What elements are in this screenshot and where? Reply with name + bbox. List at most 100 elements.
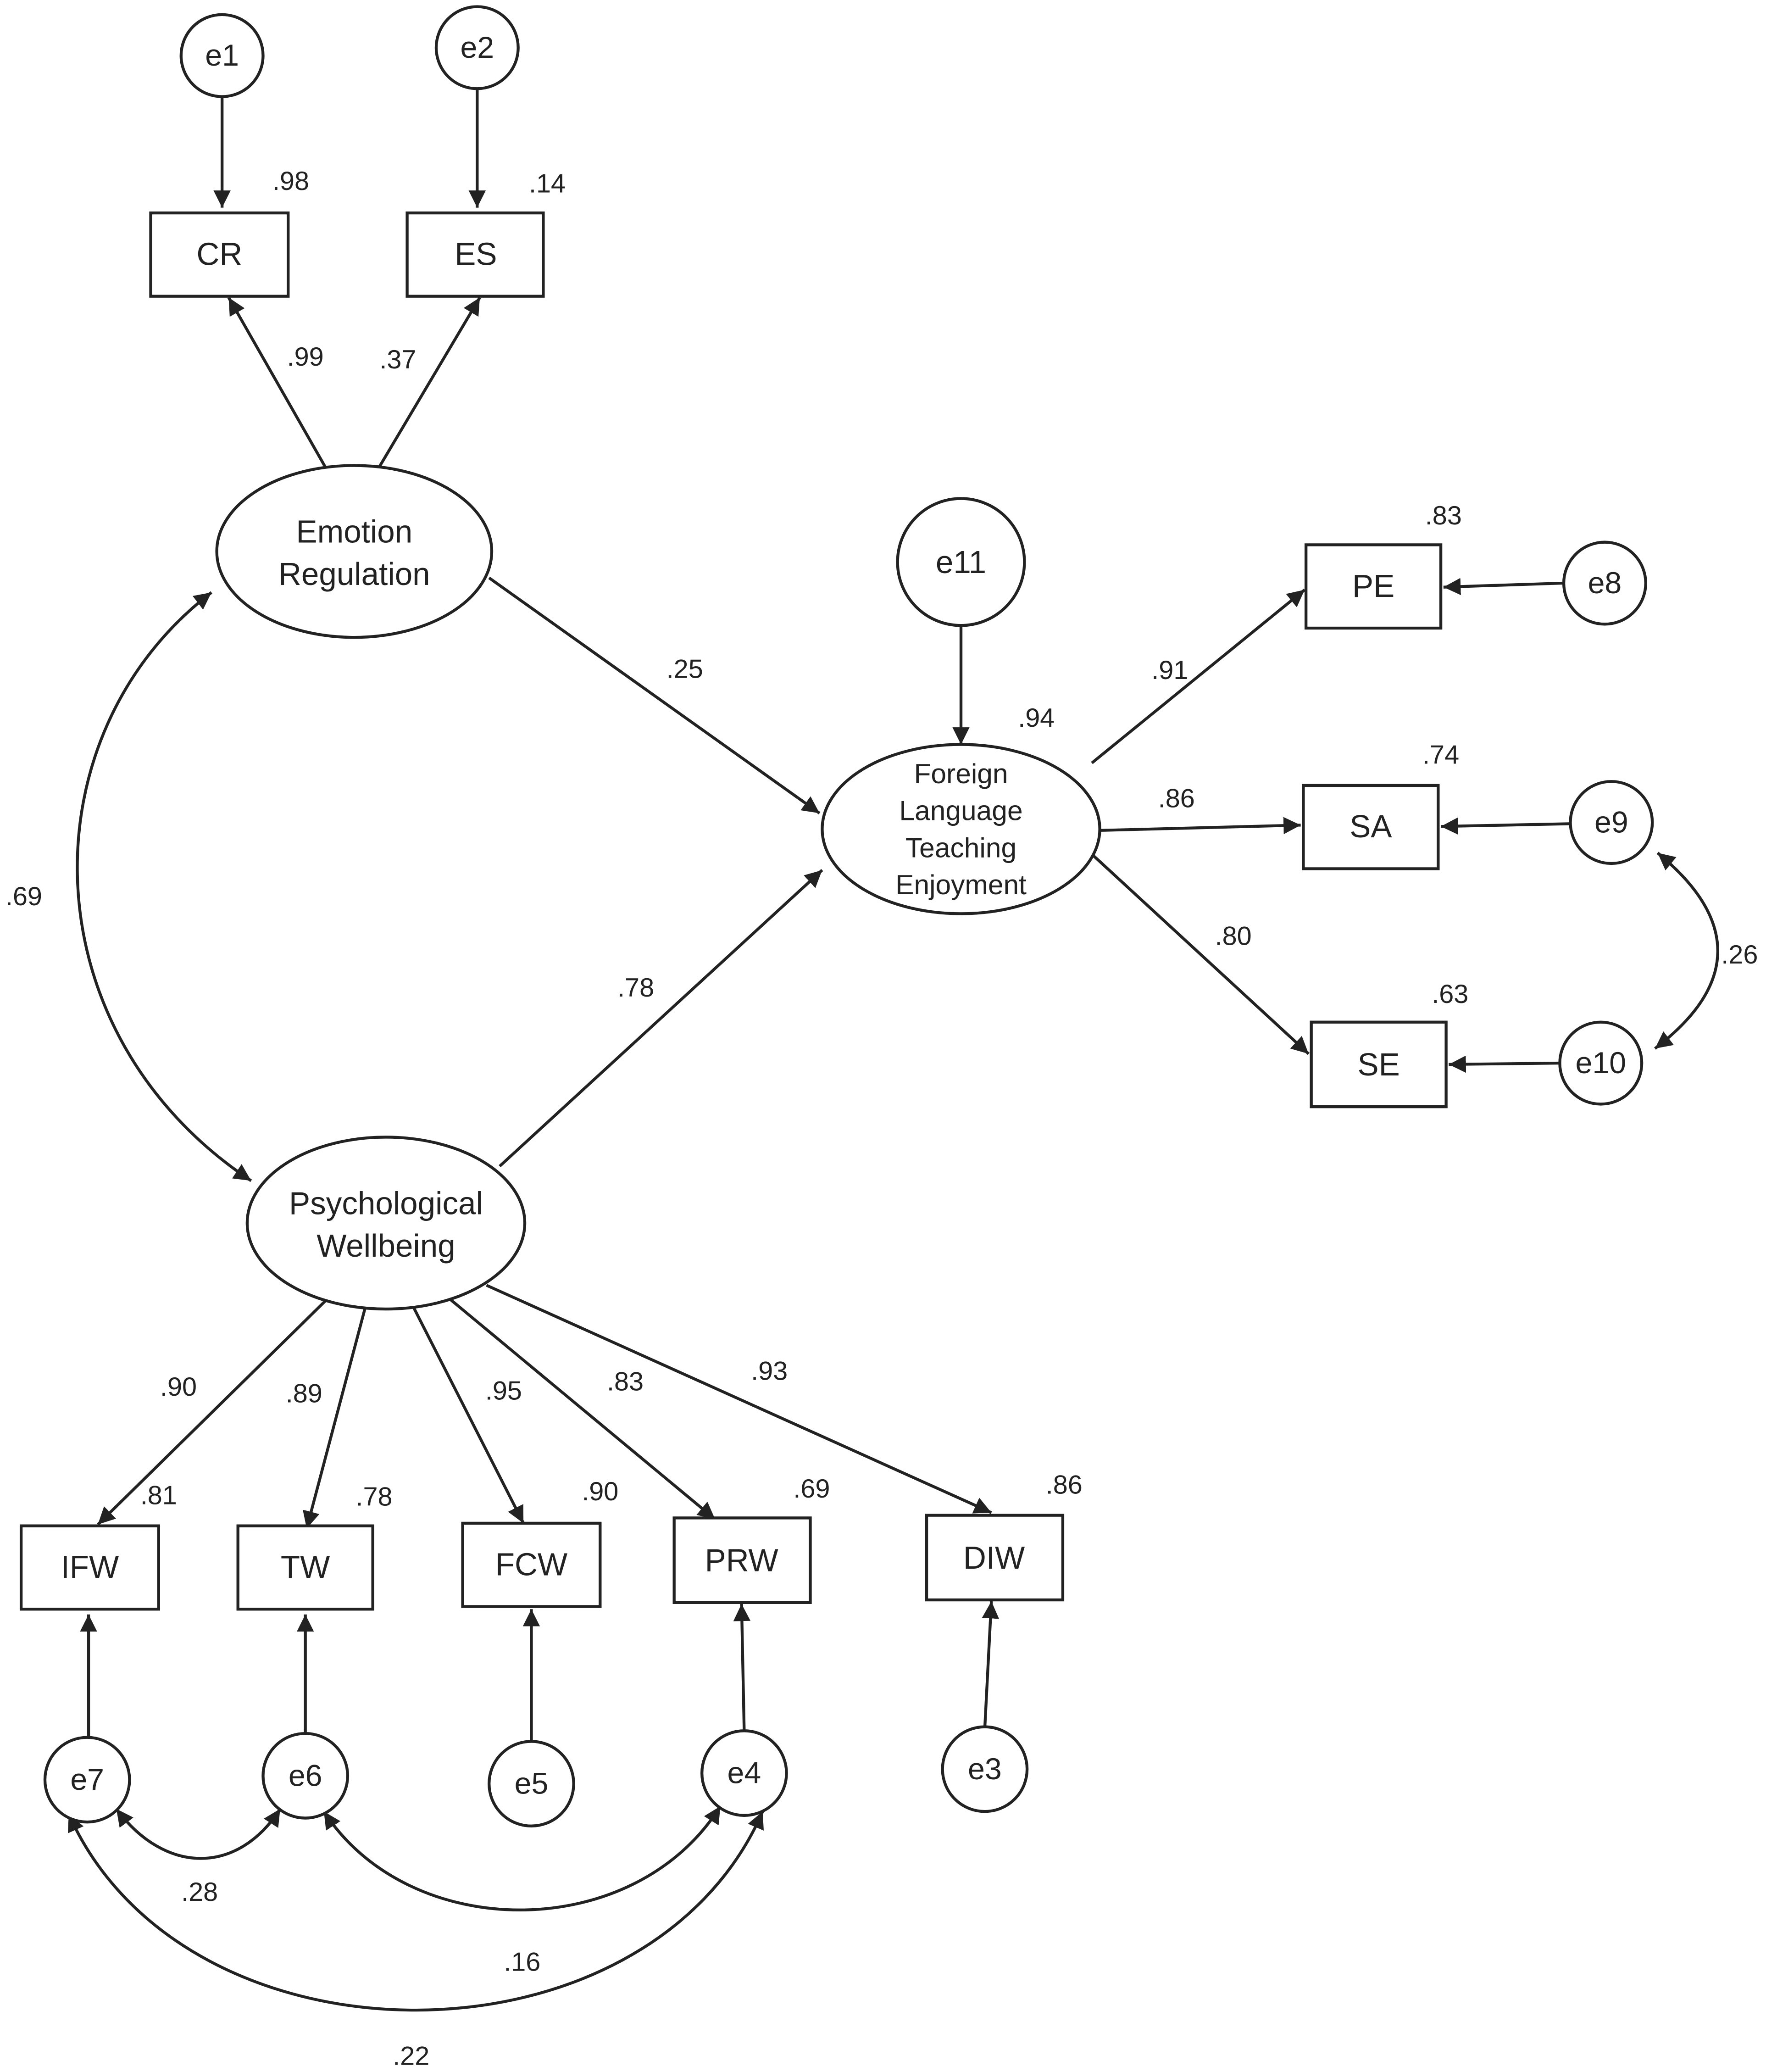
latent-factors	[215, 464, 1101, 1311]
box-pe	[1304, 543, 1443, 630]
label-emotion-regulation-2: Regulation	[278, 556, 430, 592]
coef-loading-prw: .83	[607, 1367, 644, 1397]
coef-cov-e7-e4: .22	[393, 2041, 429, 2071]
coef-cov-e6-e4: .16	[504, 1948, 540, 1977]
label-e2: e2	[460, 31, 494, 65]
coef-loading-es: .37	[379, 345, 416, 374]
label-e6: e6	[289, 1759, 322, 1793]
label-es: ES	[455, 236, 497, 272]
box-es	[405, 211, 545, 298]
coef-cov-er-pwb: .69	[6, 882, 42, 911]
box-cr	[149, 211, 290, 298]
coef-r2-diw: .86	[1046, 1470, 1083, 1499]
error-e5	[488, 1740, 575, 1828]
coef-loading-tw: .89	[286, 1379, 322, 1409]
error-e6	[261, 1732, 350, 1820]
label-e4: e4	[728, 1756, 761, 1790]
paths	[67, 90, 1719, 2012]
coef-r2-ifw: .81	[140, 1481, 177, 1510]
error-e9	[1569, 780, 1654, 865]
label-prw: PRW	[705, 1543, 779, 1578]
cov-e9-e10	[1654, 852, 1719, 1050]
label-e11: e11	[936, 544, 986, 580]
error-e8	[1562, 540, 1647, 626]
label-tw: TW	[281, 1549, 330, 1585]
coef-r2-sa: .74	[1422, 741, 1459, 770]
path-pwb-tw	[303, 1309, 367, 1529]
error-e1	[179, 13, 265, 98]
label-e7: e7	[70, 1763, 104, 1797]
label-emotion-regulation-1: Emotion	[296, 514, 412, 550]
cov-e6-e4	[322, 1805, 722, 1911]
label-ifw: IFW	[61, 1549, 119, 1585]
error-terms	[43, 5, 1654, 1828]
node-labels: e1 e2 e11 e8 e9 e10 e7 e6 e5 e4 e3 CR ES…	[61, 31, 1628, 1801]
label-pwb-2: Wellbeing	[317, 1228, 455, 1264]
coef-loading-diw: .93	[751, 1357, 788, 1386]
label-fcw: FCW	[495, 1546, 568, 1582]
box-prw	[672, 1516, 812, 1604]
label-flte-3: Teaching	[905, 832, 1016, 863]
path-er-flte	[488, 576, 821, 815]
label-e10: e10	[1576, 1046, 1627, 1080]
path-flte-pe	[1091, 588, 1306, 764]
cov-e7-e6	[115, 1808, 282, 1860]
path-e10-se	[1449, 1055, 1560, 1073]
coef-cov-e7-e6: .28	[181, 1877, 218, 1907]
label-pe: PE	[1352, 568, 1394, 604]
coef-loading-pe: .91	[1151, 656, 1188, 685]
label-e8: e8	[1588, 566, 1622, 600]
latent-psychological-wellbeing	[245, 1136, 527, 1311]
label-se: SE	[1358, 1047, 1400, 1082]
coef-r2-tw: .78	[355, 1482, 392, 1511]
path-flte-se	[1091, 853, 1310, 1055]
coef-r2-pe: .83	[1425, 501, 1462, 530]
label-e3: e3	[968, 1752, 1002, 1786]
latent-flte	[821, 743, 1101, 915]
coef-r2-fcw: .90	[582, 1477, 618, 1506]
coef-r2-es: .14	[529, 169, 566, 199]
path-e8-pe	[1443, 578, 1563, 596]
box-ifw	[19, 1524, 160, 1611]
error-e10	[1558, 1020, 1644, 1106]
coef-r2-flte: .94	[1018, 703, 1055, 733]
coef-r2-prw: .69	[793, 1474, 830, 1504]
label-e1: e1	[205, 39, 239, 72]
path-pwb-fcw	[412, 1307, 525, 1524]
coef-loading-ifw: .90	[160, 1372, 197, 1402]
coef-r2-cr: .98	[272, 167, 309, 196]
error-e2	[434, 5, 520, 90]
label-diw: DIW	[963, 1540, 1025, 1576]
label-cr: CR	[196, 236, 242, 272]
latent-emotion-regulation	[215, 464, 494, 639]
coef-path-pwb-flte: .78	[617, 973, 654, 1003]
coef-loading-se: .80	[1215, 921, 1252, 951]
coef-loading-cr: .99	[287, 342, 324, 372]
coef-loading-sa: .86	[1158, 784, 1195, 813]
path-pwb-ifw	[97, 1300, 327, 1526]
coef-cov-e9-e10: .26	[1721, 940, 1758, 969]
path-flte-sa	[1100, 817, 1301, 835]
box-fcw	[461, 1521, 602, 1608]
label-e9: e9	[1594, 806, 1628, 840]
coef-r2-se: .63	[1432, 980, 1468, 1009]
error-e7	[43, 1736, 131, 1824]
path-er-es	[378, 296, 481, 468]
label-e5: e5	[515, 1767, 549, 1801]
cov-e7-e4	[67, 1810, 764, 2012]
path-er-cr	[227, 296, 327, 468]
error-e3	[941, 1725, 1029, 1813]
error-e4	[700, 1729, 788, 1817]
label-flte-2: Language	[899, 795, 1022, 826]
box-sa	[1302, 784, 1440, 870]
coef-path-er-flte: .25	[666, 654, 703, 684]
error-e11	[896, 497, 1026, 627]
label-pwb-1: Psychological	[289, 1186, 483, 1221]
path-pwb-diw	[486, 1284, 992, 1514]
path-e4-prw	[733, 1604, 751, 1732]
box-se	[1310, 1020, 1448, 1108]
indicators	[19, 211, 1448, 1611]
label-flte-1: Foreign	[914, 758, 1008, 789]
coef-loading-fcw: .95	[485, 1376, 522, 1406]
